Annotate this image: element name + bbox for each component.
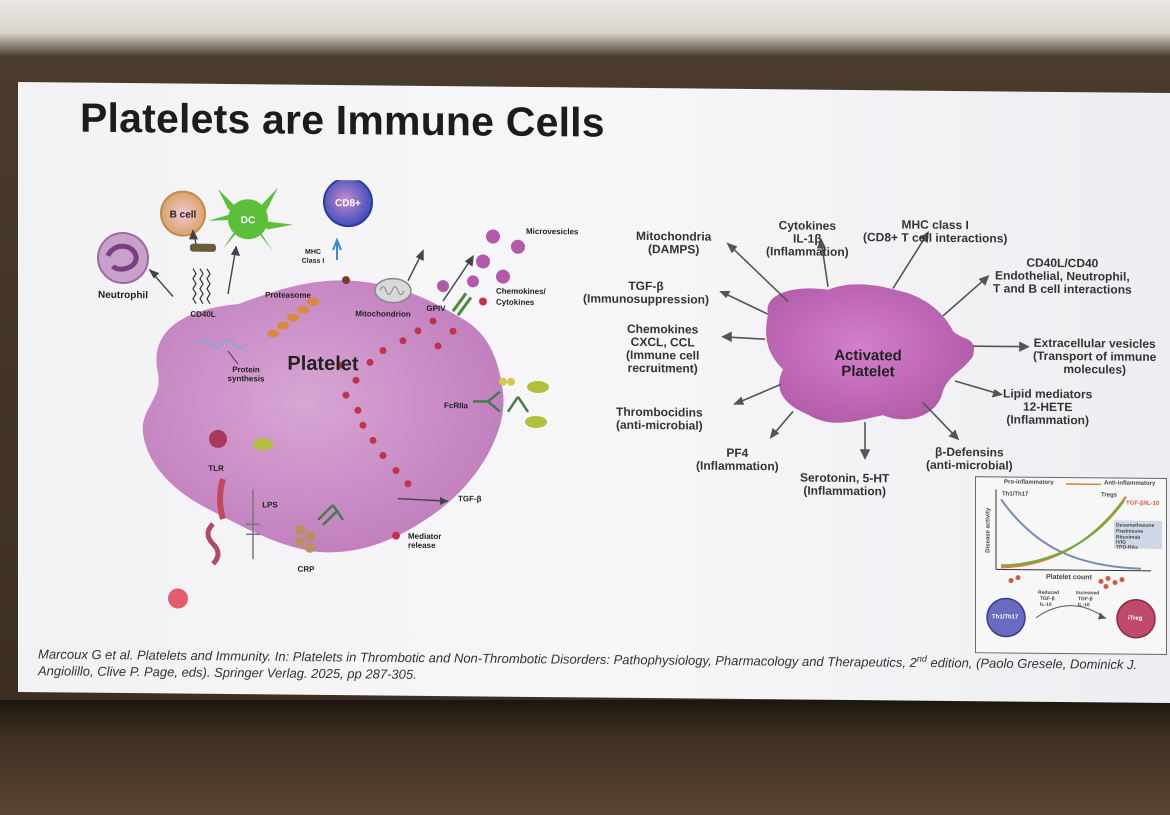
output-extracellular-vesicles: Extracellular vesicles(Transport of immu… — [1033, 335, 1157, 377]
crp-label: CRP — [298, 565, 316, 574]
inset-cell-right: iTreg — [1128, 615, 1143, 622]
cd8-label: CD8+ — [335, 198, 361, 209]
granules — [336, 317, 457, 540]
microvesicles-label: Microvesicles — [526, 227, 579, 237]
microvesicles-shape — [437, 229, 525, 293]
inset-graphic — [986, 483, 1162, 639]
mitochondrion-shape — [374, 277, 412, 304]
output-mhc-class-i: MHC class I(CD8+ T cell interactions) — [863, 217, 1008, 246]
inset-cell-left: Th1/Th17 — [992, 614, 1019, 621]
activated-platelet-shape — [766, 284, 974, 423]
slide-title: Platelets are Immune Cells — [80, 94, 605, 146]
inset-pro-inflammatory: Pro-inflammatory — [1004, 479, 1054, 486]
dc-label: DC — [241, 215, 255, 226]
activated-platelet-label-2: Platelet — [841, 363, 894, 381]
tlr-shape — [205, 429, 227, 566]
inset-increased-3: IL-10 — [1078, 602, 1090, 609]
protein-synthesis-label-2: synthesis — [228, 374, 265, 383]
proteasome-label: Proteasome — [265, 290, 311, 299]
activated-platelet-diagram: Activated Platelet — [719, 231, 1030, 460]
inset-reduced-3: IL-10 — [1040, 601, 1052, 608]
output-pf4: PF4(Inflammation) — [696, 445, 779, 474]
lps-label: LPS — [262, 500, 278, 509]
b-cell-label: B cell — [170, 209, 197, 220]
mhc-label-2: Class I — [302, 258, 325, 265]
mhc-label-1: MHC — [305, 249, 321, 256]
platelet-diagram: B cell DC CD8+ Neutrophil CD40L MHC Clas… — [97, 177, 579, 609]
projector-screen: Platelets are Immune Cells — [18, 82, 1170, 704]
itp-inset-figure: Pro-inflammatory Anti-inflammatory Th1/T… — [975, 476, 1167, 656]
platelet-shape — [142, 280, 504, 553]
neutrophil-shape — [97, 232, 149, 285]
output-mitochondria: Mitochondria(DAMPS) — [636, 228, 712, 257]
gpiv-label: GPIV — [426, 304, 446, 313]
mediator-label-2: release — [408, 541, 436, 550]
tlr-label: TLR — [208, 464, 224, 473]
protein-synthesis-label-1: Protein — [232, 365, 260, 374]
inset-anti-inflammatory: Anti-inflammatory — [1104, 480, 1156, 487]
cd40l-label: CD40L — [190, 310, 215, 319]
platelet-label: Platelet — [287, 353, 358, 376]
tgfb-label: TGF-β — [458, 494, 482, 503]
proteasome-shape — [267, 297, 319, 338]
citation-superscript: nd — [916, 653, 927, 664]
inset-th1-label: Th1/Th17 — [1002, 491, 1029, 498]
crp-shape — [295, 524, 315, 553]
chemokines-label-1: Chemokines/ — [496, 287, 547, 296]
output-defensins: β-Defensins(anti-microbial) — [926, 444, 1013, 473]
mediator-label-1: Mediator — [408, 532, 441, 541]
inset-xlabel: Platelet count — [1046, 573, 1092, 582]
b-cell-shape — [160, 190, 206, 237]
inset-drug-5: TPO-RAs — [1116, 544, 1138, 551]
room-floor — [0, 700, 1170, 815]
output-serotonin: Serotonin, 5-HT(Inflammation) — [800, 470, 890, 499]
output-thrombocidins: Thrombocidins(anti-microbial) — [616, 404, 703, 433]
activated-platelet-label-1: Activated — [834, 347, 902, 365]
inset-ylabel: Disease activity — [985, 507, 992, 553]
chemokines-label-2: Cytokines — [496, 298, 535, 307]
mitochondrion-label: Mitochondrion — [355, 309, 411, 319]
inset-tgf-il10-label: TGF-β/IL-10 — [1126, 500, 1160, 507]
inset-tregs-label: Tregs — [1101, 492, 1118, 499]
output-tgf-beta: TGF-β(Immunosuppression) — [583, 278, 710, 307]
neutrophil-label: Neutrophil — [98, 290, 148, 301]
fcriia-label: FcRIIa — [444, 401, 469, 410]
